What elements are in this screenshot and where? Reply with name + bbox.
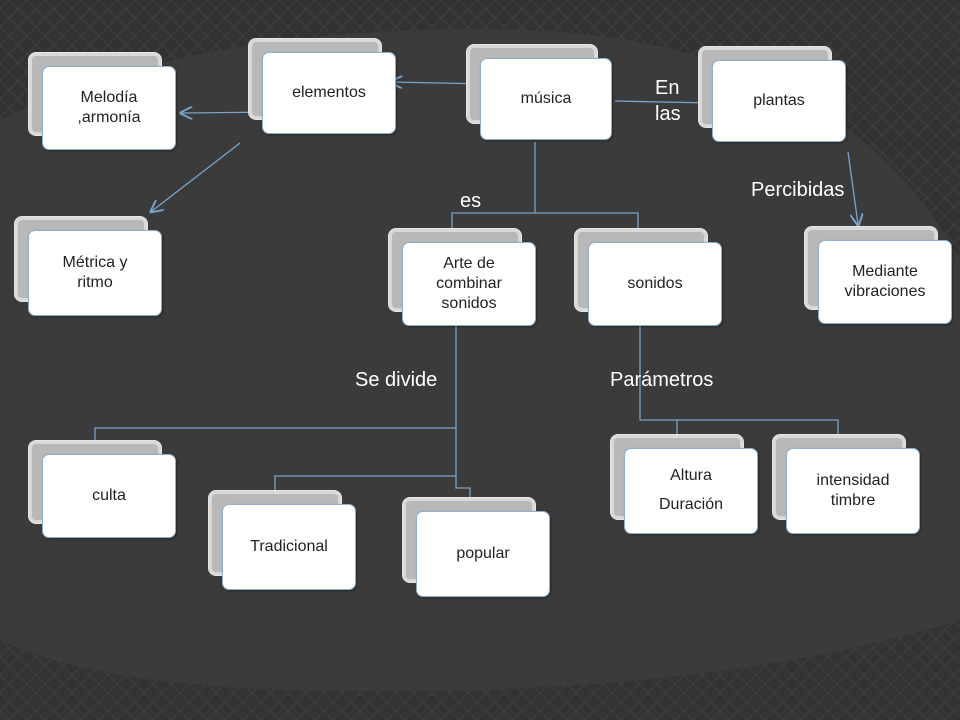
node-popular-text: popular [456, 545, 510, 562]
arrow-musica-plantas [614, 101, 711, 103]
node-tradicional-text: Tradicional [250, 538, 328, 555]
label-percibidas: Percibidas [751, 179, 845, 201]
node-metrica-line1: Métrica y [62, 254, 128, 271]
arrow-plantas-vibraciones [847, 151, 858, 224]
label-en-las-line2: las [655, 103, 681, 125]
node-altura-line1: Altura [670, 467, 712, 485]
node-vibraciones-line1: Mediante [852, 263, 918, 280]
label-parametros: Parámetros [610, 369, 714, 391]
label-en-las-line1: En [655, 77, 680, 99]
arrow-elementos-metrica [152, 142, 241, 211]
node-intensidad-line2: timbre [830, 492, 876, 509]
node-sonidos-text: sonidos [627, 275, 683, 292]
node-intensidad-line1: intensidad [816, 472, 890, 489]
node-melodia-line2: ,armonía [77, 109, 141, 126]
node-vibraciones-line2: vibraciones [844, 283, 926, 300]
tree-connectors [94, 142, 839, 497]
corner-pattern-top [0, 0, 960, 260]
node-plantas-text: plantas [753, 92, 805, 109]
label-se-divide: Se divide [355, 369, 438, 391]
corner-pattern-bottom [0, 620, 960, 720]
node-musica-text: música [520, 90, 572, 107]
label-en-las: En las [655, 76, 681, 126]
node-arte-line1: Arte de [443, 255, 495, 272]
label-es: es [460, 190, 482, 212]
node-melodia-line1: Melodía [80, 89, 138, 106]
node-arte-line2: combinar [436, 275, 502, 292]
node-elementos-text: elementos [292, 84, 366, 101]
node-altura-line2: Duración [658, 496, 724, 513]
node-metrica-line2: ritmo [77, 274, 113, 291]
node-culta-text: culta [92, 487, 126, 504]
node-arte-line3: sonidos [441, 295, 497, 312]
